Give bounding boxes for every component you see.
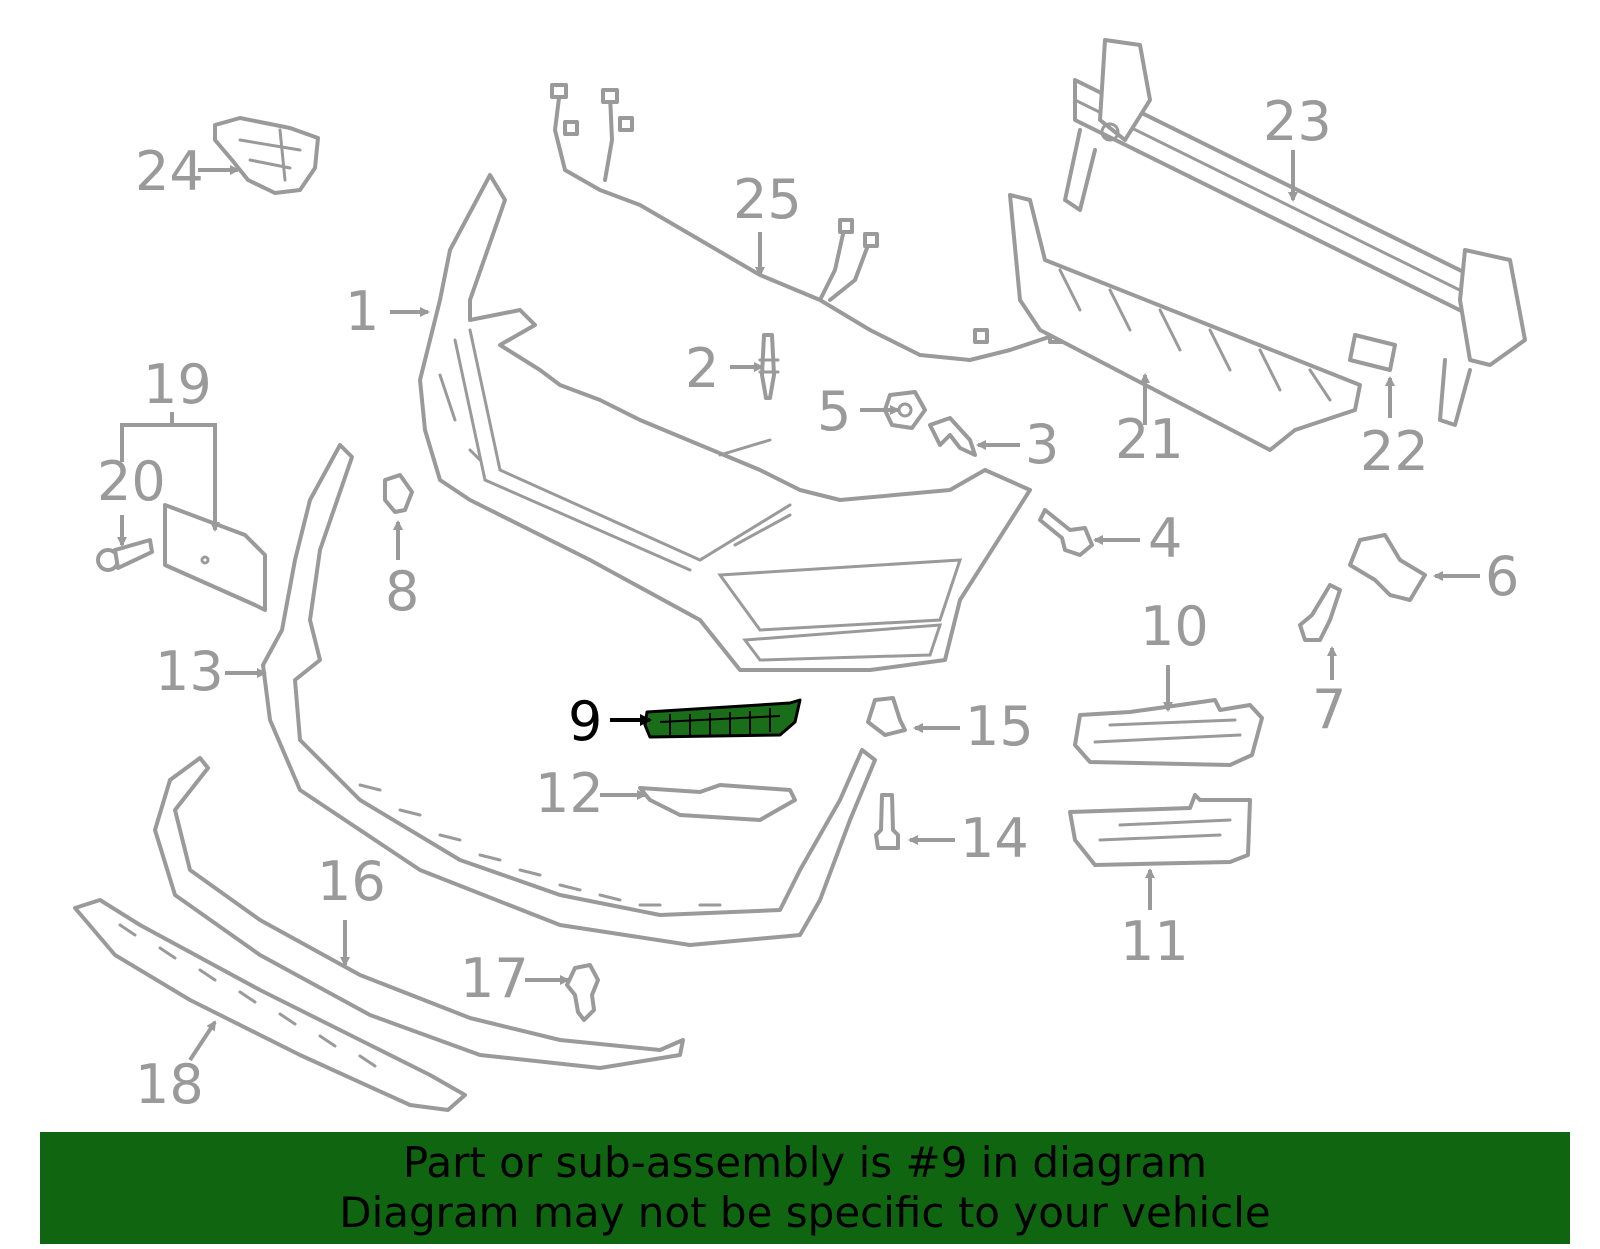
callout-21: 21 — [1115, 408, 1184, 471]
part-23-reinforcement-beam[interactable] — [1063, 38, 1527, 427]
part-17-push-clip[interactable] — [565, 963, 600, 1022]
part-13-lower-cover[interactable] — [261, 443, 877, 947]
callout-10: 10 — [1140, 595, 1209, 658]
callout-16: 16 — [317, 850, 386, 913]
callout-19: 19 — [143, 353, 212, 416]
callout-4: 4 — [1148, 507, 1182, 570]
part-9-grille-insert[interactable] — [643, 698, 802, 739]
callout-23: 23 — [1263, 90, 1332, 153]
part-15-clip[interactable] — [866, 696, 907, 737]
callout-3: 3 — [1025, 413, 1059, 476]
part-21-energy-absorber[interactable] — [1008, 193, 1362, 452]
banner-line-1: Part or sub-assembly is #9 in diagram — [402, 1138, 1208, 1187]
callout-20: 20 — [97, 450, 166, 513]
callout-5: 5 — [817, 380, 851, 443]
part-16-strip[interactable] — [153, 756, 685, 1070]
part-18-lower-trim[interactable] — [73, 898, 467, 1112]
part-7-bolt[interactable] — [1298, 583, 1342, 642]
part-8-clip[interactable] — [383, 473, 414, 514]
part-11-fog-bezel-lower[interactable] — [1068, 793, 1252, 867]
callout-24: 24 — [135, 140, 204, 203]
part-3-bracket[interactable] — [928, 416, 977, 457]
part-24-connector[interactable] — [213, 116, 320, 195]
callout-1: 1 — [345, 280, 379, 343]
callout-2: 2 — [685, 337, 719, 400]
part-12-trim[interactable] — [638, 783, 797, 822]
callout-14: 14 — [960, 807, 1029, 870]
callout-arrows — [117, 150, 1480, 1062]
callout-25: 25 — [733, 168, 802, 231]
callout-labels: 24 1 25 2 5 3 4 23 21 22 6 7 19 20 8 13 … — [97, 90, 1519, 1116]
part-22-pad[interactable] — [1348, 333, 1397, 372]
callout-17: 17 — [460, 947, 529, 1010]
part-14-bolt[interactable] — [874, 793, 900, 850]
part-2-stud[interactable] — [758, 333, 780, 400]
banner-line-2: Diagram may not be specific to your vehi… — [339, 1188, 1271, 1237]
callout-12: 12 — [535, 762, 604, 825]
callout-13: 13 — [155, 640, 224, 703]
callout-6: 6 — [1485, 545, 1519, 608]
part-4-bolt[interactable] — [1038, 508, 1094, 557]
part-19-license-bracket[interactable] — [163, 503, 267, 612]
callout-22: 22 — [1360, 420, 1429, 483]
part-6-bracket[interactable] — [1348, 533, 1427, 602]
callout-8: 8 — [385, 560, 419, 623]
info-banner: Part or sub-assembly is #9 in diagram Di… — [40, 1132, 1570, 1244]
callout-9: 9 — [568, 690, 602, 753]
part-1-bumper-cover[interactable] — [418, 173, 1032, 672]
callout-11: 11 — [1120, 910, 1189, 973]
part-20-screw[interactable] — [96, 538, 154, 572]
callout-15: 15 — [965, 695, 1034, 758]
callout-7: 7 — [1312, 678, 1346, 741]
part-25-wiring-harness[interactable] — [550, 83, 1068, 362]
callout-18: 18 — [135, 1053, 204, 1116]
